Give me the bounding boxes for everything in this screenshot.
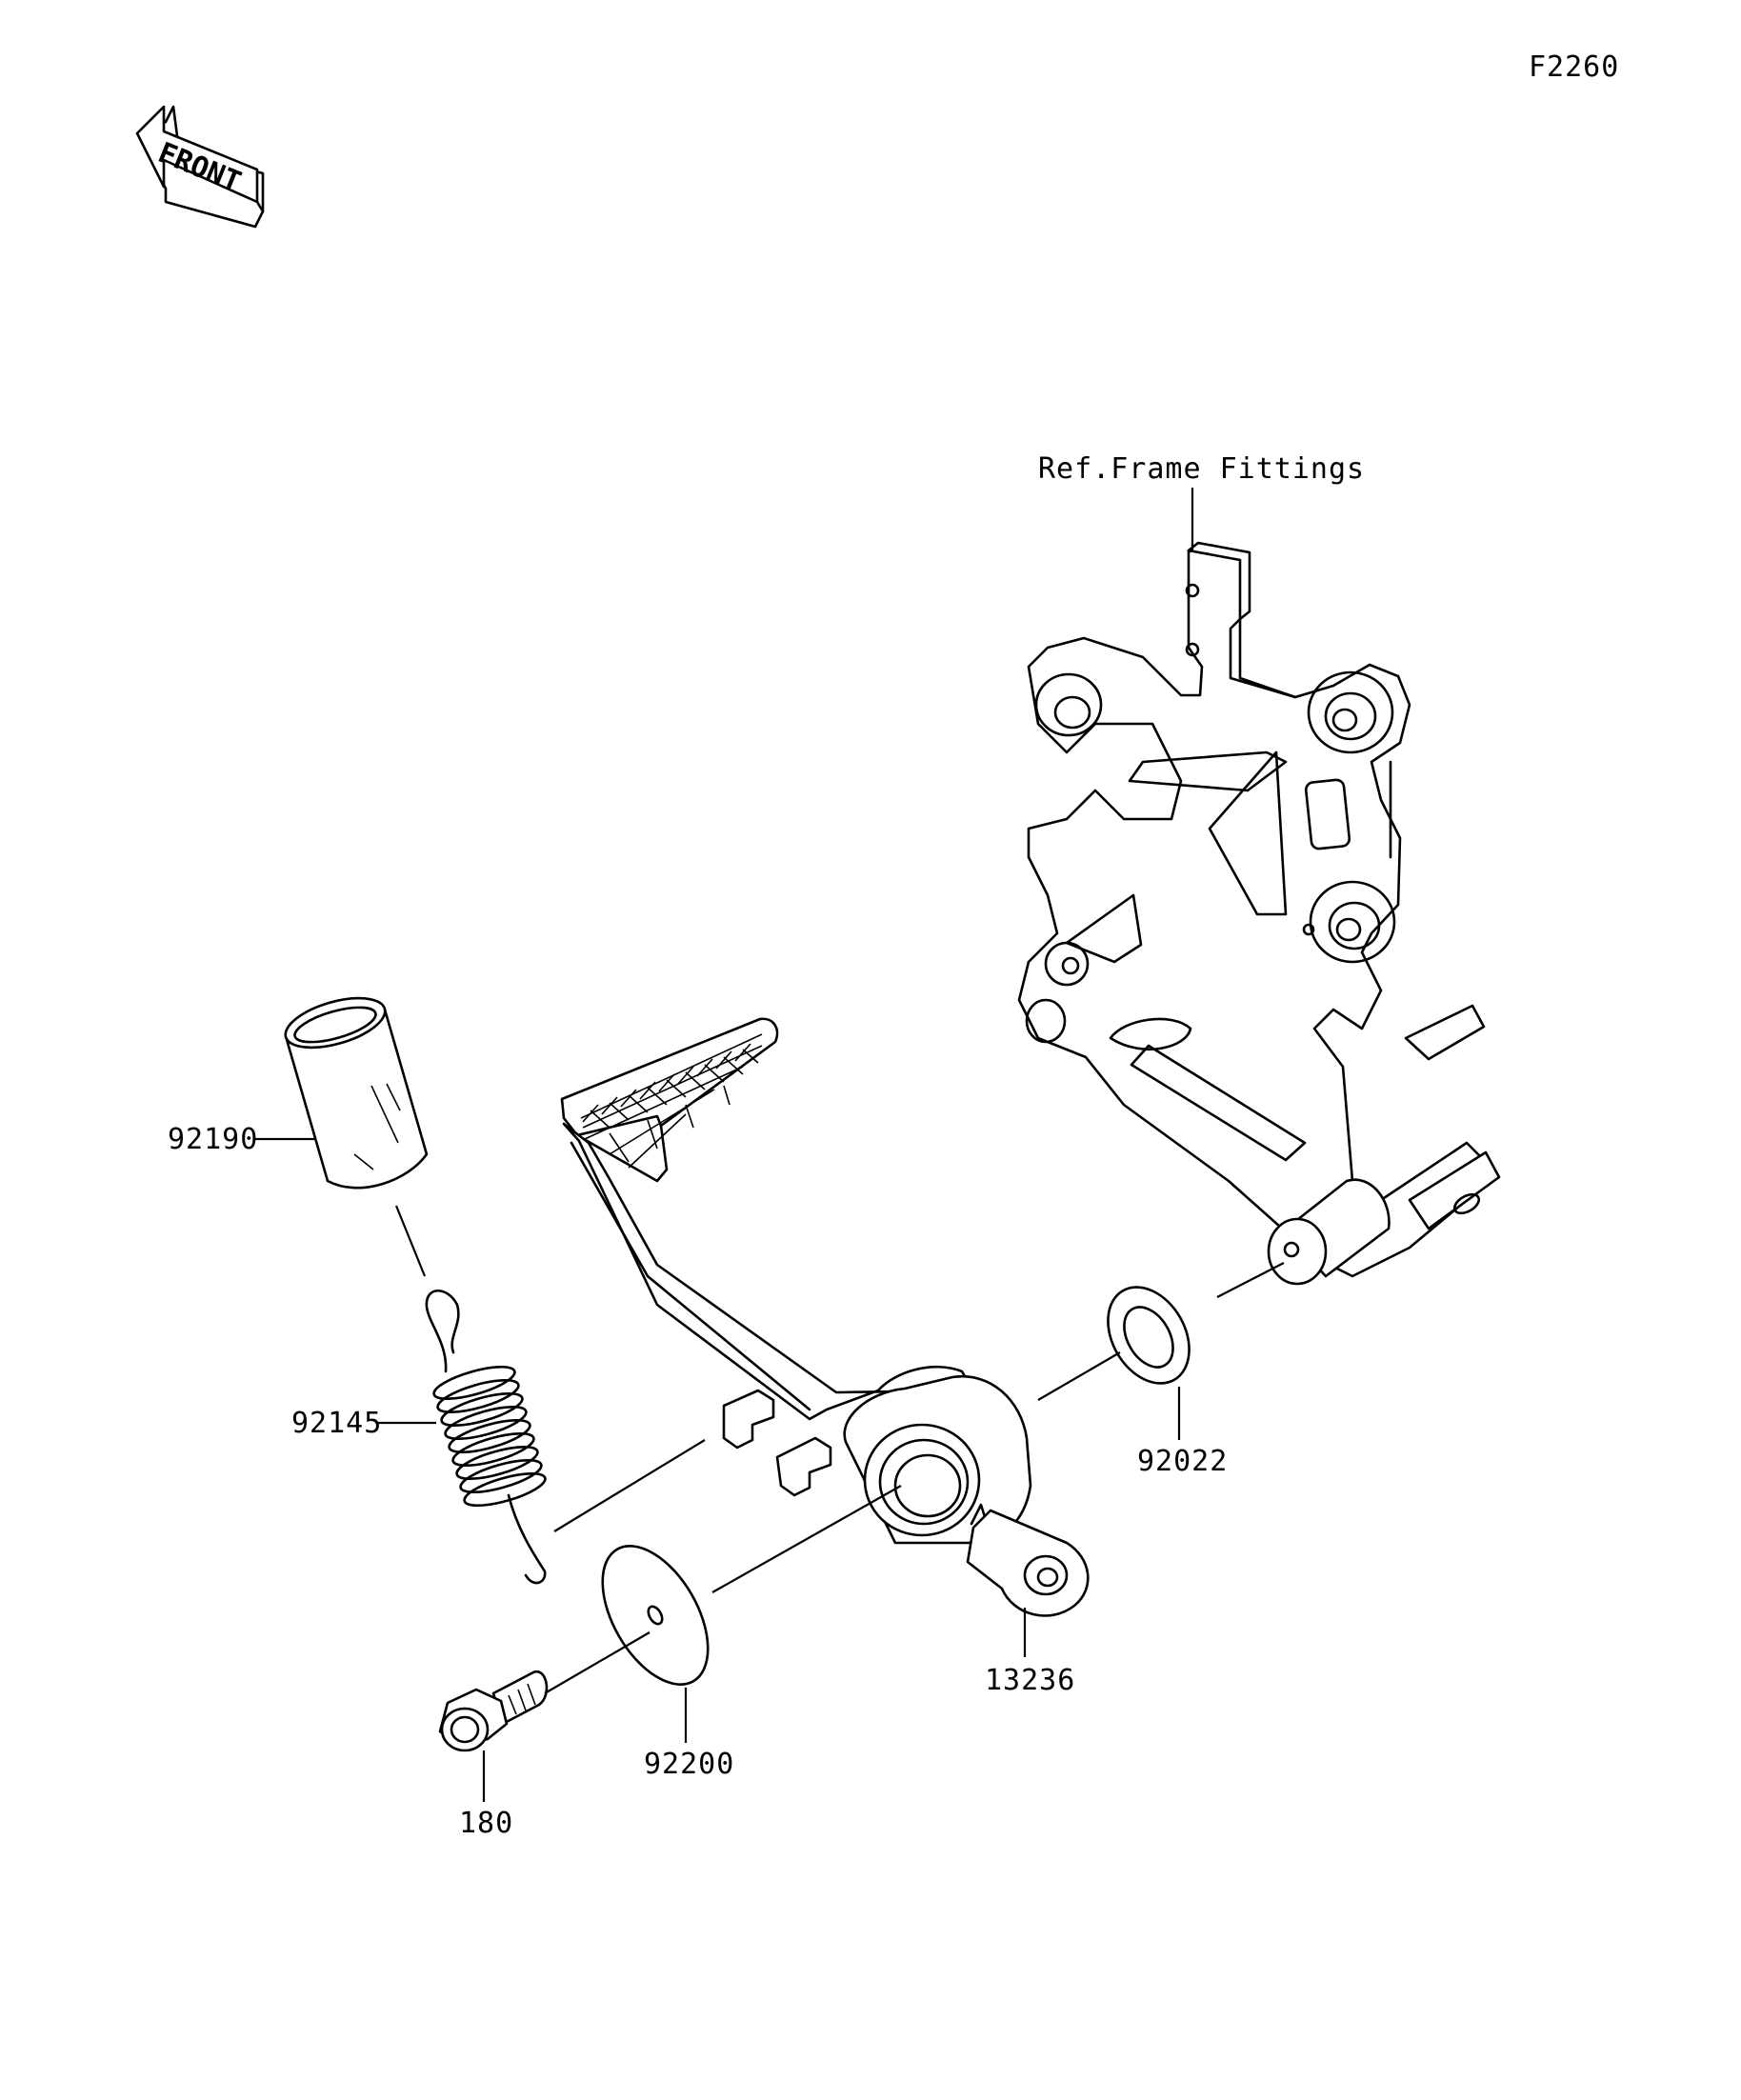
frame-bracket bbox=[1017, 541, 1501, 1286]
part-92022-washer bbox=[1107, 1286, 1191, 1385]
assembly-lines bbox=[394, 1205, 1285, 1694]
part-number-label: 92145 bbox=[291, 1407, 382, 1440]
part-13236-brake-pedal bbox=[560, 1017, 1090, 1617]
part-number-label: 180 bbox=[459, 1807, 513, 1840]
part-number-label: 92022 bbox=[1137, 1445, 1228, 1478]
part-number-label: 92200 bbox=[644, 1748, 734, 1781]
reference-note: Ref.Frame Fittings bbox=[1038, 452, 1365, 486]
front-arrow-icon: FRONT bbox=[135, 105, 265, 229]
part-92190-sleeve bbox=[284, 996, 429, 1190]
part-number-label: 92190 bbox=[168, 1123, 258, 1156]
leader-lines bbox=[253, 1137, 1181, 1802]
figure-code: F2260 bbox=[1529, 50, 1619, 84]
part-number-label: 13236 bbox=[985, 1664, 1075, 1697]
part-92145-spring bbox=[425, 1290, 547, 1585]
part-92200-washer bbox=[601, 1545, 710, 1686]
part-180-bolt bbox=[438, 1670, 549, 1752]
